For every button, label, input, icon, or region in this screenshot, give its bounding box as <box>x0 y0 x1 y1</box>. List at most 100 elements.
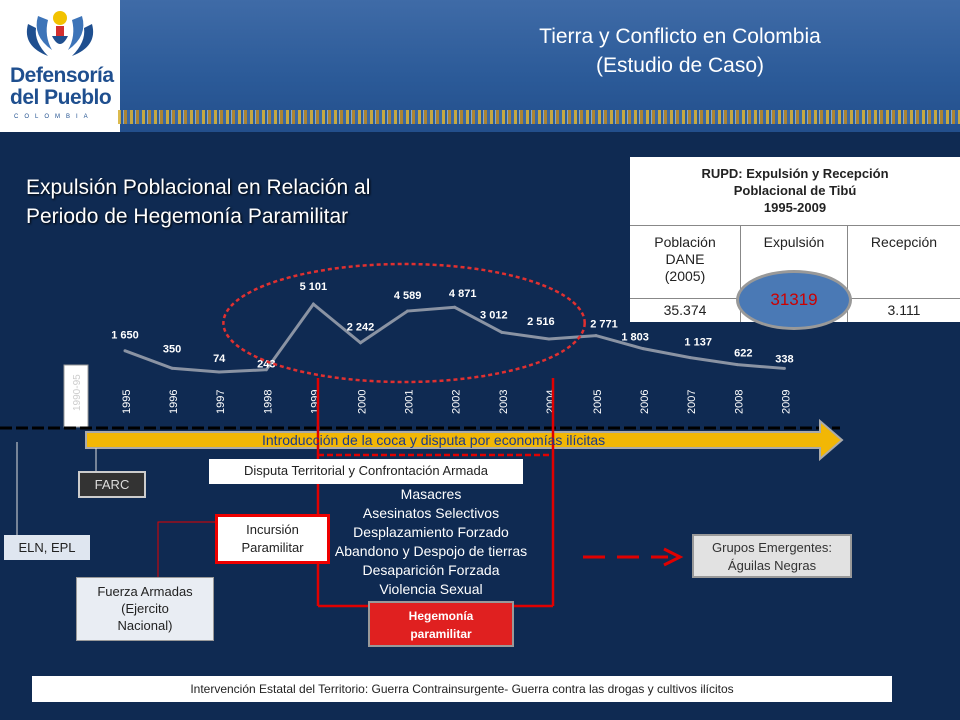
rupd-val-recepcion: 3.111 <box>887 302 921 318</box>
x-tick-label: 1998 <box>262 390 274 414</box>
x-tick-label: 2005 <box>592 390 604 414</box>
rupd-col-poblacion: Población DANE (2005) <box>630 226 741 298</box>
rupd-header-row: Población DANE (2005) Expulsión Recepció… <box>630 226 960 299</box>
data-label: 243 <box>257 359 275 371</box>
data-label: 1 650 <box>111 330 139 342</box>
grupos-arrowhead <box>663 547 684 567</box>
rupd-title-2: Poblacional de Tibú <box>733 183 857 198</box>
incursion-line-1: Incursión <box>246 522 299 537</box>
page-title: Tierra y Conflicto en Colombia (Estudio … <box>480 22 880 80</box>
rupd-col-expulsion: Expulsión <box>741 226 848 298</box>
grupos-box: Grupos Emergentes: Águilas Negras <box>692 534 852 578</box>
data-label: 74 <box>213 353 226 365</box>
rupd-col1-line3: (2005) <box>664 268 706 284</box>
violence-item: Desplazamiento Forzado <box>353 524 509 540</box>
hegemonia-line-1: Hegemonía <box>408 609 474 623</box>
pre-period-box <box>63 364 89 428</box>
data-point <box>217 370 221 374</box>
fuerza-line-1: Fuerza Armadas <box>97 584 193 599</box>
data-point <box>782 366 786 370</box>
data-label: 338 <box>775 353 793 365</box>
fuerza-line-2: (Ejercito <box>121 601 169 616</box>
disputa-box: Disputa Territorial y Confrontación Arma… <box>209 459 523 484</box>
intervencion-box: Intervención Estatal del Territorio: Gue… <box>32 676 892 702</box>
rupd-title-1: RUPD: Expulsión y Recepción <box>701 166 889 181</box>
data-point <box>500 330 504 334</box>
coca-label: Introducción de la coca y disputa por ec… <box>262 432 606 448</box>
x-tick-label: 1995 <box>121 390 133 414</box>
grupos-line-1: Grupos Emergentes: <box>712 540 832 555</box>
hegemonia-highlight-ellipse <box>222 262 586 384</box>
rupd-col-recepcion: Recepción <box>870 234 938 250</box>
data-label: 4 589 <box>394 290 422 302</box>
x-tick-label: 2001 <box>404 390 416 414</box>
expulsion-total-badge: 31319 <box>736 270 852 330</box>
data-label: 2 242 <box>347 322 375 334</box>
grupos-line-2: Águilas Negras <box>727 558 817 573</box>
incursion-line-2: Paramilitar <box>241 540 304 555</box>
data-label: 2 771 <box>590 319 618 331</box>
incursion-box: Incursión Paramilitar <box>215 514 330 564</box>
violence-list: Masacres Asesinatos Selectivos Desplazam… <box>318 485 544 599</box>
hegemonia-line-2: paramilitar <box>410 627 472 641</box>
violence-item: Abandono y Despojo de tierras <box>334 543 528 559</box>
decorative-strip <box>118 110 960 124</box>
logo-text-3: COLOMBIA <box>14 114 94 120</box>
data-label: 3 012 <box>480 309 508 321</box>
x-tick-label: 2008 <box>733 390 745 414</box>
title-line-1: Tierra y Conflicto en Colombia <box>539 25 821 48</box>
data-label: 2 516 <box>527 316 555 328</box>
data-label: 350 <box>163 343 181 355</box>
subtitle-line-1: Expulsión Poblacional en Relación al <box>26 176 371 199</box>
x-tick-label: 1999 <box>309 390 321 414</box>
data-label: 1 803 <box>621 332 649 344</box>
data-point <box>406 309 410 313</box>
x-tick-label: 2000 <box>357 390 369 414</box>
rupd-value-row: 35.374 3.111 <box>630 299 960 322</box>
rupd-title: RUPD: Expulsión y Recepción Poblacional … <box>630 157 960 226</box>
logo: Defensoría del Pueblo COLOMBIA <box>0 0 120 132</box>
fuerza-line-3: Nacional) <box>117 618 173 633</box>
data-point <box>170 366 174 370</box>
header: Defensoría del Pueblo COLOMBIA Tierra y … <box>0 0 960 132</box>
hegemonia-box: Hegemonía paramilitar <box>368 601 514 647</box>
data-label: 4 871 <box>449 288 477 300</box>
logo-emblem-icon <box>26 11 94 56</box>
data-point <box>688 356 692 360</box>
data-label: 1 137 <box>684 337 712 349</box>
fuerza-box: Fuerza Armadas (Ejercito Nacional) <box>76 577 214 641</box>
violence-item: Asesinatos Selectivos <box>362 505 500 521</box>
data-point <box>311 302 315 306</box>
eln-box: ELN, EPL <box>4 535 90 560</box>
farc-box: FARC <box>78 471 146 498</box>
data-label: 622 <box>734 348 752 360</box>
x-tick-label: 2009 <box>780 390 792 414</box>
violence-item: Desaparición Forzada <box>362 562 500 578</box>
subtitle-line-2: Periodo de Hegemonía Paramilitar <box>26 205 349 228</box>
data-point <box>123 349 127 353</box>
slide-subtitle: Expulsión Poblacional en Relación al Per… <box>26 173 370 231</box>
x-tick-label: 2004 <box>545 390 557 414</box>
data-point <box>594 334 598 338</box>
x-tick-label: 2007 <box>686 390 698 414</box>
violence-item: Violencia Sexual <box>379 581 483 597</box>
rupd-col1-line1: Población <box>654 234 716 250</box>
data-point <box>641 347 645 351</box>
x-tick-label: 1996 <box>168 390 180 414</box>
rupd-col1-line2: DANE <box>665 251 705 267</box>
pre-period-label: 1990-95 <box>72 374 83 411</box>
title-line-2: (Estudio de Caso) <box>595 54 765 77</box>
data-point <box>359 341 362 345</box>
data-point <box>735 363 739 367</box>
x-tick-label: 1997 <box>215 390 227 414</box>
data-point <box>453 305 457 309</box>
coca-arrow <box>85 418 844 462</box>
x-tick-label: 2002 <box>451 390 463 414</box>
fuerza-connector <box>157 521 215 577</box>
logo-text-1: Defensoría <box>10 64 114 87</box>
x-tick-label: 2006 <box>639 390 651 414</box>
data-point <box>264 368 268 372</box>
violence-item: Masacres <box>400 486 462 502</box>
rupd-title-3: 1995-2009 <box>763 200 827 215</box>
